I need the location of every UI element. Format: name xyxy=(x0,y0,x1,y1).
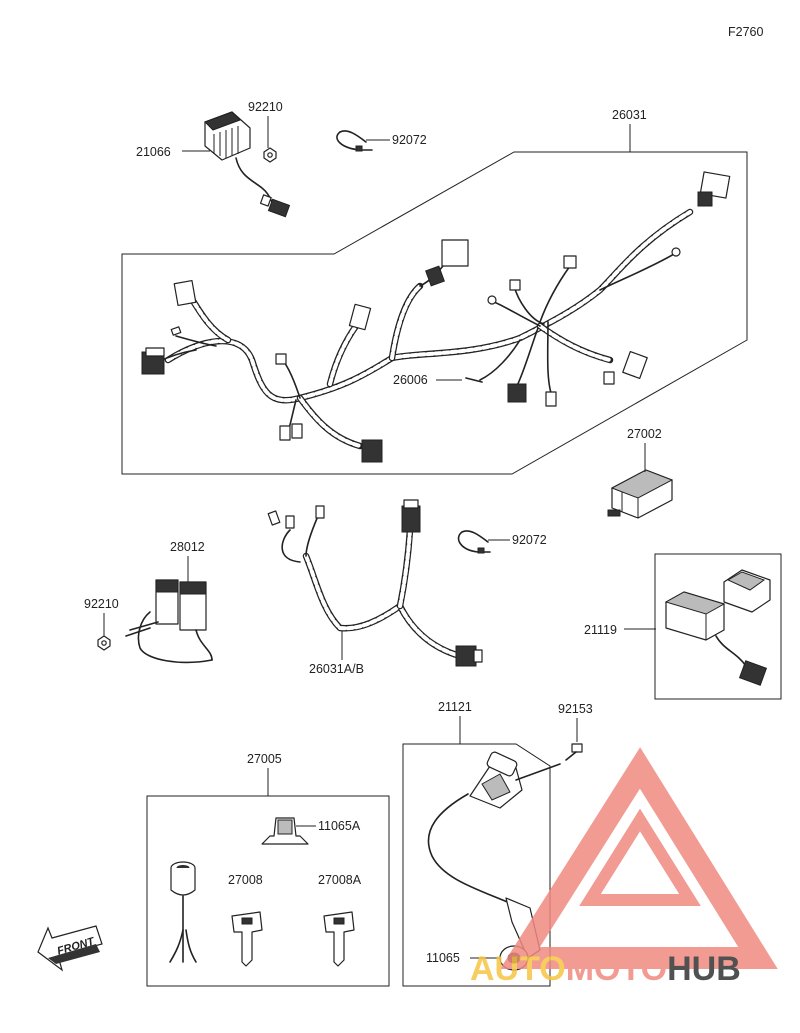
main-wiring-harness-26031 xyxy=(157,208,694,450)
cap-11065a xyxy=(261,817,309,845)
main-harness-box xyxy=(121,151,748,475)
callout-92210-top: 92210 xyxy=(248,100,283,114)
callout-92072-mid: 92072 xyxy=(512,533,547,547)
band-92072-top xyxy=(336,130,373,152)
callout-21119: 21119 xyxy=(584,623,617,637)
automotohub-watermark: AUTOMOTOHUB xyxy=(470,747,778,988)
callout-26006: 26006 xyxy=(393,373,428,387)
igniter-21119 xyxy=(664,569,771,686)
box-21119 xyxy=(654,553,782,700)
regulator-rectifier-21066 xyxy=(204,111,291,218)
watermark-part3: HUB xyxy=(667,950,741,988)
callout-27005: 27005 xyxy=(247,752,282,766)
box-21121 xyxy=(402,743,551,987)
part-28012 xyxy=(125,579,213,664)
nut-92210-left xyxy=(97,635,111,651)
callout-11065a: 11065A xyxy=(318,819,361,833)
callout-26031: 26031 xyxy=(612,108,647,122)
sub-harness-26031ab xyxy=(267,499,483,667)
callout-26031ab: 26031A/B xyxy=(309,662,364,676)
part-26006 xyxy=(465,377,483,383)
callout-21066: 21066 xyxy=(136,145,171,159)
callout-27008a: 27008A xyxy=(318,873,362,887)
callout-92210-left: 92210 xyxy=(84,597,119,611)
ignition-switch xyxy=(169,861,197,963)
key-27008a xyxy=(323,911,355,967)
front-direction-badge: FRONT xyxy=(37,925,103,972)
watermark-logo-text: AUTOMOTOHUB xyxy=(470,950,741,988)
watermark-part1: AUTO xyxy=(470,950,566,988)
watermark-part2: MOTO xyxy=(566,950,667,988)
callout-21121: 21121 xyxy=(438,700,472,714)
diagram-code: F2760 xyxy=(728,25,763,39)
bolt-92153 xyxy=(565,743,583,761)
band-92072-mid xyxy=(457,530,491,554)
nut-92210-top xyxy=(263,147,277,163)
callout-28012: 28012 xyxy=(170,540,205,554)
callout-27008: 27008 xyxy=(228,873,263,887)
callout-92153: 92153 xyxy=(558,702,593,716)
callout-92072-top: 92072 xyxy=(392,133,427,147)
callout-11065: 11065 xyxy=(426,951,460,965)
relay-27002 xyxy=(607,469,674,519)
callout-27002: 27002 xyxy=(627,427,662,441)
key-27008 xyxy=(231,911,263,967)
harness-connectors xyxy=(141,171,731,463)
